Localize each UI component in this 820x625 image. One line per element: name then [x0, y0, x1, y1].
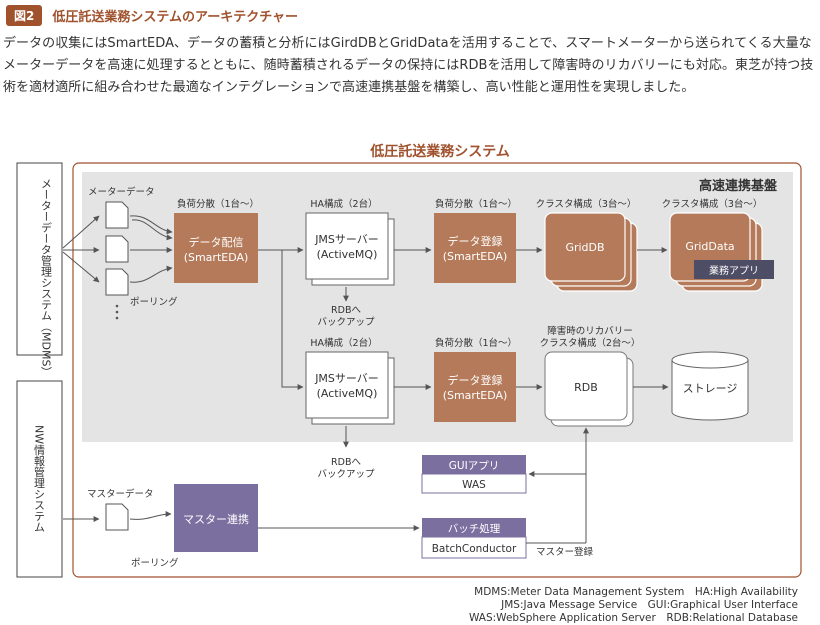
meter-data-label: メーターデータ	[88, 186, 155, 198]
footnote-2: JMS:Java Message Service GUI:Graphical U…	[501, 599, 798, 611]
jms2-line1: JMSサーバー	[314, 372, 379, 385]
griddb-label: GridDB	[565, 241, 604, 254]
system-title-bg	[339, 140, 541, 162]
figure-label: 図2	[6, 4, 43, 26]
lb1-label: 負荷分散（1台～）	[177, 198, 259, 210]
rdb-label: RDB	[574, 381, 598, 394]
mdms-box	[16, 162, 63, 356]
was-label: WAS	[462, 479, 486, 491]
master-data-label: マスターデータ	[87, 488, 154, 500]
jms2-box	[305, 351, 389, 419]
footnote-3: WAS:WebSphere Application Server RDB:Rel…	[468, 612, 798, 624]
figure-title: 低圧託送業務システムのアーキテクチャー	[52, 9, 299, 25]
lb3-label: 負荷分散（1台～）	[435, 337, 517, 349]
polling2-label: ポーリング	[131, 557, 179, 569]
dist-line2: (SmartEDA)	[184, 251, 249, 264]
data-register2-box	[434, 352, 516, 422]
lb2-label: 負荷分散（1台～）	[435, 198, 517, 210]
reg2-line2: (SmartEDA)	[443, 389, 508, 402]
gui-app-box	[422, 455, 526, 474]
rdb-backup2-label2: バックアップ	[317, 469, 375, 480]
cluster2-label: クラスタ構成（3台～）	[662, 198, 763, 210]
data-distribution-box	[174, 213, 258, 283]
storage-cylinder	[671, 351, 749, 421]
master-link-label: マスター連携	[183, 512, 249, 526]
reg1-line2: (SmartEDA)	[443, 250, 508, 263]
platform-title: 高速連携基盤	[699, 178, 778, 194]
reg2-line1: データ登録	[448, 373, 503, 387]
system-title: 低圧託送業務システム	[369, 143, 510, 160]
more-dots-icon	[115, 304, 119, 320]
jms2-line2: (ActiveMQ)	[317, 387, 378, 400]
griddata-label: GridData	[685, 240, 734, 253]
polling-label: ポーリング	[130, 296, 178, 308]
mdms-label: メーターデータ管理システム（MDMS）	[40, 178, 53, 377]
jms1-line2: (ActiveMQ)	[317, 248, 378, 261]
business-app-label: 業務アプリ	[709, 264, 759, 277]
storage-label: ストレージ	[683, 382, 738, 395]
business-app-box	[694, 260, 774, 279]
was-box	[421, 473, 527, 494]
nw-system-label: NW情報管理システム	[33, 425, 46, 532]
nw-system-box	[16, 380, 63, 578]
batch-label: バッチ処理	[448, 522, 501, 535]
master-link-box	[174, 484, 258, 552]
reg1-line1: データ登録	[448, 234, 503, 248]
recovery-label1: 障害時のリカバリー	[547, 325, 633, 337]
rdb-backup-label1: RDBへ	[331, 305, 361, 316]
batch-box	[422, 518, 526, 537]
master-file-icon	[105, 503, 129, 531]
description-text: データの収集にはSmartEDA、データの蓄積と分析にはGirdDBとGridD…	[3, 36, 814, 95]
griddb-box	[544, 212, 626, 282]
batch-conductor-box	[421, 536, 527, 559]
meter-file-icons	[105, 201, 129, 296]
figure-header: 図2 低圧託送業務システムのアーキテクチャー	[6, 4, 299, 26]
recovery-label2: クラスタ構成（2台～）	[540, 337, 641, 349]
master-register-label: マスター登録	[536, 546, 594, 558]
jms1-line1: JMSサーバー	[314, 233, 379, 246]
dist-line1: データ配信	[189, 235, 244, 249]
footnote-1: MDMS:Meter Data Management System HA:Hig…	[474, 586, 798, 598]
rdb-box	[544, 351, 628, 421]
rdb-backup-label2: バックアップ	[317, 317, 375, 328]
batch-conductor-label: BatchConductor	[432, 543, 517, 555]
ha2-label: HA構成（2台）	[310, 337, 377, 349]
cluster1-label: クラスタ構成（3台～）	[536, 198, 637, 210]
data-register1-box	[434, 213, 516, 283]
gui-app-label: GUIアプリ	[449, 460, 499, 472]
ha1-label: HA構成（2台）	[310, 198, 377, 210]
rdb-backup2-label1: RDBへ	[331, 457, 361, 468]
jms1-box	[305, 212, 389, 280]
